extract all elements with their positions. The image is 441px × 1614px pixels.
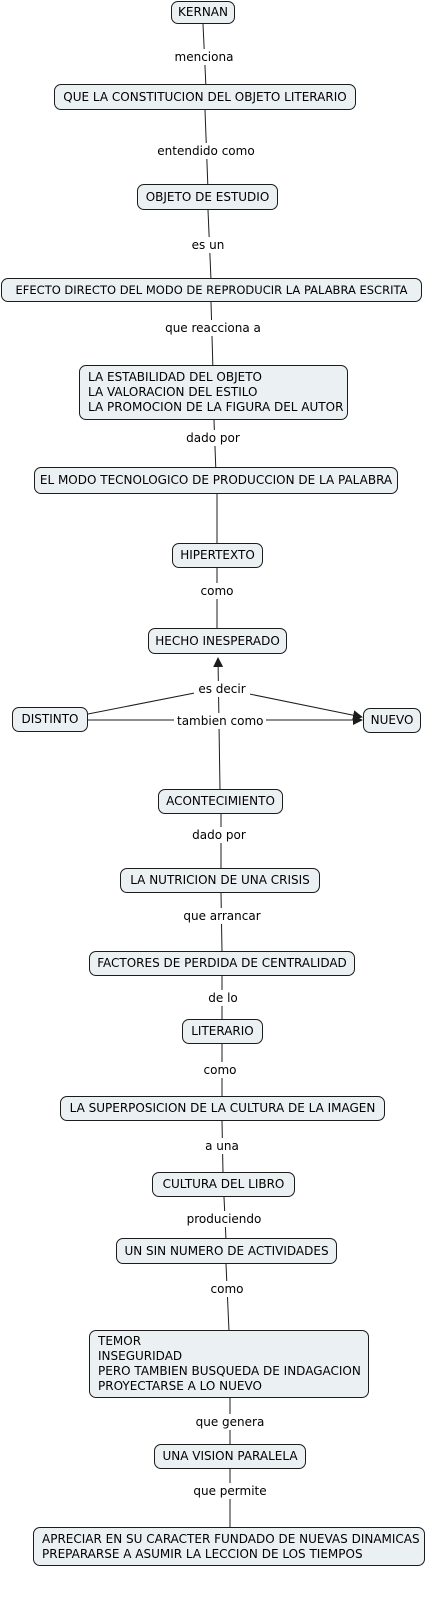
concept-apreciar-preparar[interactable]: APRECIAR EN SU CARACTER FUNDADO DE NUEVA… <box>33 1527 425 1566</box>
concept-temor-inseguridad[interactable]: TEMOR INSEGURIDAD PERO TAMBIEN BUSQUEDA … <box>89 1330 369 1398</box>
concept-distinto[interactable]: DISTINTO <box>12 707 88 732</box>
connector-estabilidad-dado-por <box>213 419 217 475</box>
concept-sin-numero-actividades[interactable]: UN SIN NUMERO DE ACTIVIDADES <box>116 1238 337 1264</box>
link-label-como: como <box>205 1281 249 1297</box>
concept-estabilidad-valoracion-promocion[interactable]: LA ESTABILIDAD DEL OBJETO LA VALORACION … <box>79 365 348 420</box>
concept-line: INSEGURIDAD <box>98 1349 183 1363</box>
concept-hecho-inesperado[interactable]: HECHO INESPERADO <box>148 628 287 654</box>
concept-line: PREPARARSE A ASUMIR LA LECCION DE LOS TI… <box>42 1546 363 1561</box>
connector-efecto-reacciona <box>210 301 214 372</box>
concept-line: LA VALORACION DEL ESTILO <box>88 385 258 399</box>
link-label-de-lo: de lo <box>202 990 244 1006</box>
link-label-como: como <box>195 583 239 599</box>
concept-constitucion-objeto-literario[interactable]: QUE LA CONSTITUCION DEL OBJETO LITERARIO <box>54 84 356 110</box>
link-label-menciona: menciona <box>170 49 238 65</box>
concept-nuevo[interactable]: NUEVO <box>363 708 421 733</box>
concept-efecto-directo[interactable]: EFECTO DIRECTO DEL MODO DE REPRODUCIR LA… <box>1 278 422 302</box>
concept-line: PROYECTARSE A LO NUEVO <box>98 1379 262 1393</box>
link-label-produciendo: produciendo <box>183 1211 265 1227</box>
connector-sin-numero-como <box>225 1263 230 1332</box>
concept-acontecimiento[interactable]: ACONTECIMIENTO <box>158 789 283 814</box>
link-label-es-un: es un <box>186 237 230 253</box>
concept-superposicion-imagen[interactable]: LA SUPERPOSICION DE LA CULTURA DE LA IMA… <box>60 1096 385 1121</box>
link-label-tambien-como: tambien como <box>174 713 266 729</box>
concept-modo-tecnologico[interactable]: EL MODO TECNOLOGICO DE PRODUCCION DE LA … <box>34 467 398 494</box>
concept-factores-perdida[interactable]: FACTORES DE PERDIDA DE CENTRALIDAD <box>89 951 355 976</box>
link-label-que-reacciona-a: que reacciona a <box>161 320 265 336</box>
concept-literario[interactable]: LITERARIO <box>182 1019 263 1044</box>
concept-hipertexto[interactable]: HIPERTEXTO <box>172 543 263 568</box>
concept-line: PERO TAMBIEN BUSQUEDA DE INDAGACION <box>98 1364 361 1378</box>
link-label-dado-por: dado por <box>182 430 244 446</box>
link-label-a-una: a una <box>198 1138 246 1154</box>
link-label-que-genera: que genera <box>191 1414 269 1430</box>
link-label-dado-por: dado por <box>188 827 250 843</box>
concept-objeto-de-estudio[interactable]: OBJETO DE ESTUDIO <box>137 184 278 210</box>
link-label-es-decir: es decir <box>194 681 250 697</box>
link-label-que-arrancar: que arrancar <box>178 908 266 924</box>
concept-cultura-del-libro[interactable]: CULTURA DEL LIBRO <box>152 1172 295 1197</box>
concept-line: TEMOR <box>98 1334 142 1348</box>
concept-line: LA ESTABILIDAD DEL OBJETO <box>88 370 262 384</box>
concept-line: APRECIAR EN SU CARACTER FUNDADO DE NUEVA… <box>42 1531 420 1546</box>
link-label-como: como <box>198 1062 242 1078</box>
concept-vision-paralela[interactable]: UNA VISION PARALELA <box>154 1444 306 1469</box>
concept-line: LA PROMOCION DE LA FIGURA DEL AUTOR <box>88 400 344 414</box>
link-label-entendido-como: entendido como <box>154 143 258 159</box>
link-label-que-permite: que permite <box>189 1483 271 1499</box>
concept-nutricion-crisis[interactable]: LA NUTRICION DE UNA CRISIS <box>120 868 320 893</box>
concept-kernan[interactable]: KERNAN <box>171 1 235 24</box>
